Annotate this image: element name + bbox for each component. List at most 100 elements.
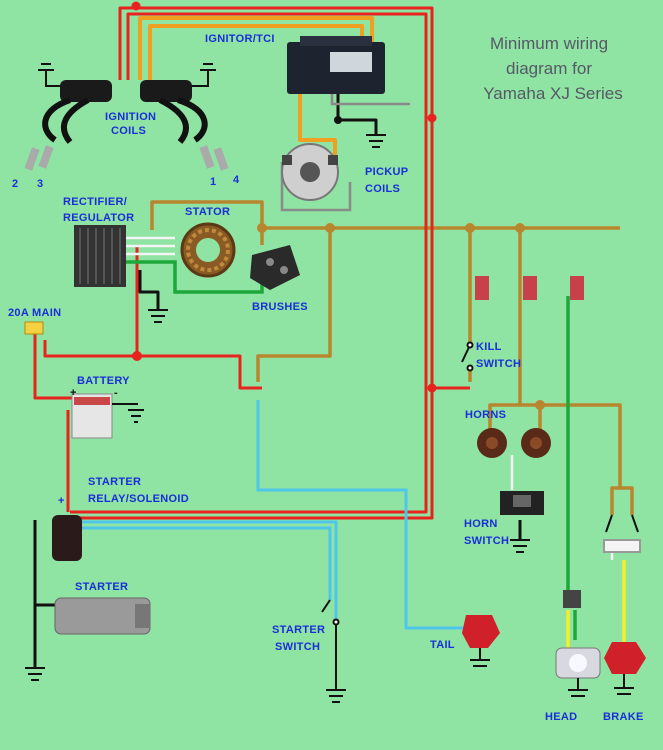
rectifier-regulator-unit (74, 225, 126, 287)
junction-dot-brown-1 (257, 223, 267, 233)
label-rectifier-2: REGULATOR (63, 212, 134, 224)
label-battery-plus: + (70, 387, 77, 399)
ground-symbol-icon-regulator (148, 309, 168, 323)
wire-group-light-blue (68, 400, 468, 630)
starter-motor-icon (54, 597, 151, 635)
wire-group-black (33, 92, 522, 668)
ground-symbol-icon-battery (112, 403, 144, 423)
junction-dots (131, 1, 545, 410)
orange-wire-pickup (298, 92, 337, 160)
label-kill-switch-1: KILL (476, 341, 502, 353)
light-blue-wire-tail (256, 400, 468, 630)
label-kill-switch-2: SWITCH (476, 358, 521, 370)
label-starter: STARTER (75, 581, 128, 593)
label-plug-1: 1 (210, 176, 216, 188)
fuse-icons (475, 276, 584, 300)
coil-lead-right (158, 97, 208, 144)
label-horn-switch-1: HORN (464, 518, 498, 530)
junction-dot-brown-4 (515, 223, 525, 233)
label-plug-2: 2 (12, 178, 18, 190)
junction-dot-brown-2 (325, 223, 335, 233)
brown-wire-to-starter-relay-feed (256, 228, 332, 382)
label-starter-relay-1: STARTER (88, 476, 141, 488)
ground-symbol-icon-horn-switch (510, 539, 530, 553)
label-brushes: BRUSHES (252, 301, 308, 313)
ignitor-tci-unit (287, 36, 385, 94)
wire-group-yellow (566, 560, 626, 650)
label-main-fuse: 20A MAIN (8, 307, 61, 319)
main-fuse-icon (24, 321, 44, 335)
battery-icon (71, 393, 113, 439)
brown-wire-main-bus (150, 200, 620, 230)
stator-icon (180, 222, 236, 278)
junction-dot-black (334, 116, 342, 124)
junction-dot-top-red (131, 1, 141, 11)
head-light-icon (555, 590, 601, 697)
horns-icon (477, 428, 551, 458)
brown-wire-brake-feed-b (620, 486, 634, 515)
label-starter-switch-2: SWITCH (275, 641, 320, 653)
wire-group-gray (280, 92, 410, 212)
horn-switch-icon (500, 491, 544, 515)
label-brake: BRAKE (603, 711, 644, 723)
spark-plug-1-icon (199, 145, 215, 169)
label-head: HEAD (545, 711, 577, 723)
label-pickup-coils-2: COILS (365, 183, 400, 195)
brake-light-icon (604, 642, 646, 695)
label-starter-relay-2: RELAY/SOLENOID (88, 493, 189, 505)
starter-switch-icon (321, 599, 346, 703)
spark-plug-2-icon (24, 147, 40, 171)
red-wire-battery-plus (33, 330, 72, 400)
label-ignitor: IGNITOR/TCI (205, 33, 275, 45)
light-blue-wire-starter-switch-b (68, 526, 332, 600)
fuse-horns (523, 276, 537, 300)
red-wire-fuse-to-relay (137, 354, 262, 390)
red-wire-ignition-loop-inner (70, 12, 428, 514)
label-relay-plus: + (58, 495, 65, 507)
label-pickup-coils-1: PICKUP (365, 166, 408, 178)
label-plug-4: 4 (233, 174, 240, 186)
red-wire-reg-to-fuse (43, 246, 139, 358)
junction-dot-red-fuse (132, 351, 142, 361)
wire-group-green (126, 260, 577, 640)
brushes-icon (250, 245, 300, 290)
junction-dot-red-kill (427, 383, 437, 393)
ground-symbol-icon-coil-right (192, 63, 216, 87)
gray-wire-pickup (280, 162, 352, 212)
label-ignition-coils-1: IGNITION (105, 111, 156, 123)
starter-relay-solenoid-icon (52, 515, 82, 561)
diagram-title: Minimum wiring diagram for Yamaha XJ Ser… (483, 34, 623, 103)
junction-dot-brown-3 (465, 223, 475, 233)
spark-plug-4-icon (213, 147, 229, 171)
red-wire-ignition-loop (70, 6, 434, 520)
ground-symbol-icon-ignitor (366, 134, 386, 148)
brown-wire-horns (488, 228, 522, 430)
ignition-coil-left (60, 80, 112, 102)
tail-light-icon (462, 615, 500, 667)
junction-dot-red-ignitor (427, 113, 437, 123)
kill-switch-icon (461, 341, 474, 372)
label-starter-switch-1: STARTER (272, 624, 325, 636)
ground-symbol-icon-coil-left (38, 63, 60, 87)
light-blue-wire-starter-switch (68, 520, 338, 622)
label-ignition-coils-2: COILS (111, 125, 146, 137)
brake-switch-icon (603, 514, 641, 553)
label-plug-3: 3 (37, 178, 43, 190)
coil-lead-left (42, 97, 90, 144)
fuse-head (570, 276, 584, 300)
ignition-coil-right (140, 80, 192, 102)
black-wire-regulator-ground (138, 270, 160, 310)
title-line-3: Yamaha XJ Series (483, 84, 623, 103)
label-tail: TAIL (430, 639, 455, 651)
gray-wire-ignitor (330, 92, 410, 106)
label-rectifier-1: RECTIFIER/ (63, 196, 127, 208)
pickup-coils (281, 143, 339, 201)
title-line-1: Minimum wiring (490, 34, 608, 53)
orange-wire-coil-1 (138, 16, 374, 80)
green-wire-brushes (126, 260, 264, 294)
ground-symbol-icon-starter (25, 667, 45, 681)
wire-group-red (33, 6, 470, 520)
spark-plug-3-icon (38, 145, 54, 169)
label-horn-switch-2: SWITCH (464, 535, 509, 547)
